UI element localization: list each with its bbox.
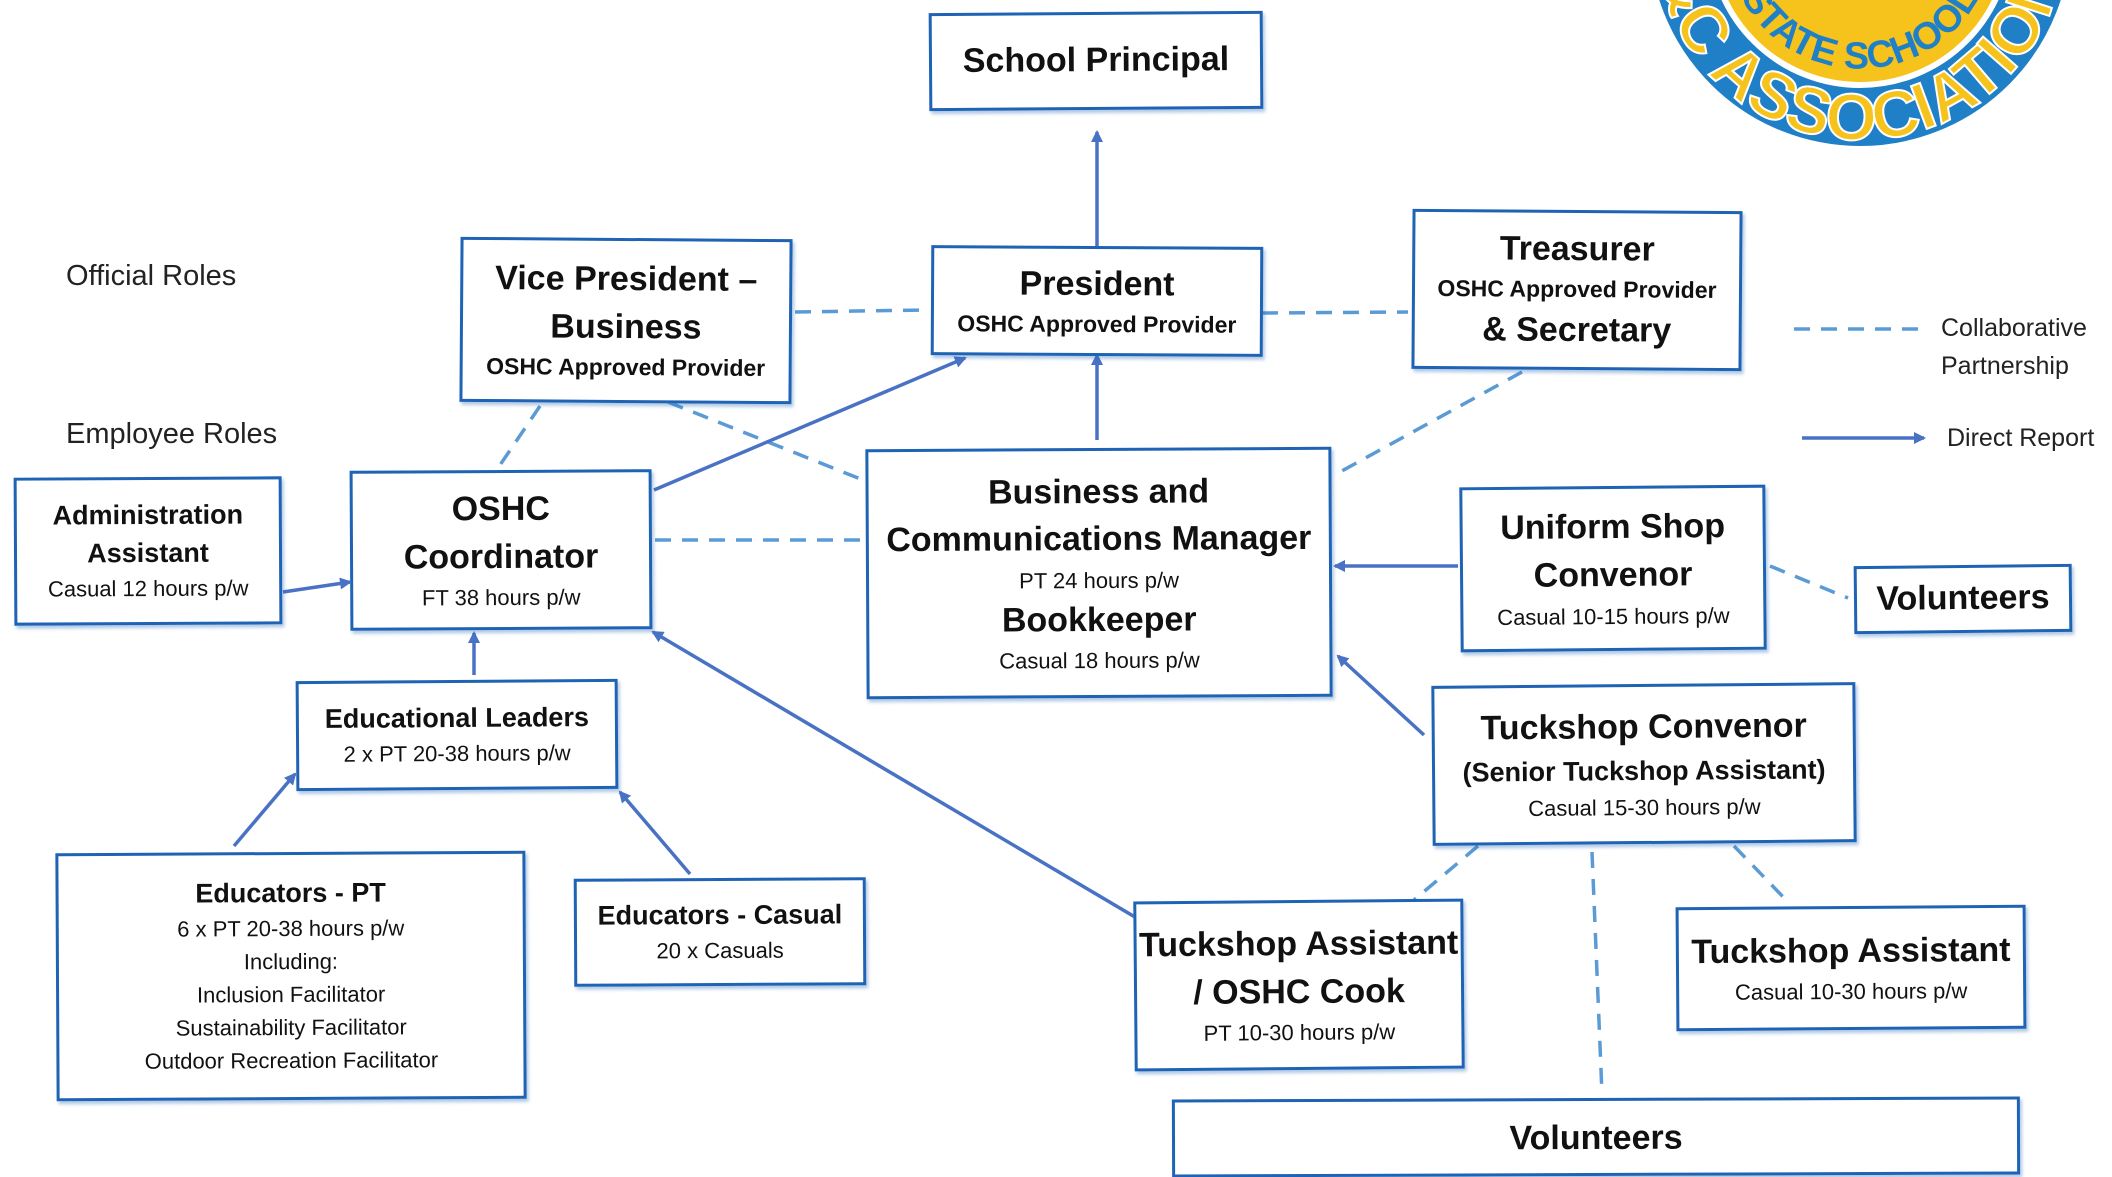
association-logo: STATE SCHOOL &C ASSOCIATION bbox=[1643, 0, 2077, 156]
admin-title-line1: Administration bbox=[52, 499, 244, 531]
uniform-title-line1: Uniform Shop bbox=[1500, 507, 1726, 548]
node-educators-pt: Educators - PT 6 x PT 20-38 hours p/w In… bbox=[55, 850, 527, 1102]
node-president: President OSHC Approved Provider bbox=[930, 245, 1264, 357]
official-roles-label: Official Roles bbox=[66, 260, 237, 292]
tuckconv-title: Tuckshop Convenor bbox=[1480, 706, 1807, 748]
node-educational-leaders: Educational Leaders 2 x PT 20-38 hours p… bbox=[295, 678, 619, 792]
link-oshc-president bbox=[653, 356, 967, 492]
bcm-hours2: Casual 18 hours p/w bbox=[999, 647, 1200, 674]
bcm-title2: Bookkeeper bbox=[1001, 600, 1197, 640]
oshc-title-line1: OSHC bbox=[451, 489, 550, 529]
link-admin-oshc bbox=[282, 577, 352, 594]
node-tuckshop-assistant-cook: Tuckshop Assistant / OSHC Cook PT 10-30 … bbox=[1133, 898, 1465, 1072]
tuckconv-hours: Casual 15-30 hours p/w bbox=[1528, 793, 1761, 821]
edpt-title: Educators - PT bbox=[195, 877, 386, 909]
president-sub: OSHC Approved Provider bbox=[957, 310, 1237, 338]
uniform-hours: Casual 10-15 hours p/w bbox=[1497, 602, 1730, 630]
link-tuckconv-volunteers bbox=[1590, 851, 1604, 1095]
edpt-line5: Outdoor Recreation Facilitator bbox=[144, 1047, 439, 1075]
edcasual-title: Educators - Casual bbox=[597, 898, 843, 931]
edpt-line4: Sustainability Facilitator bbox=[175, 1014, 407, 1041]
tuckassist-title: Tuckshop Assistant bbox=[1691, 930, 2011, 971]
legend-collaborative: Collaborative Partnership bbox=[1941, 310, 2087, 385]
link-tuckconv-tuckcook bbox=[1412, 844, 1480, 902]
tuckcook-title-line1: Tuckshop Assistant bbox=[1138, 923, 1459, 965]
link-edcasual-edleaders bbox=[618, 790, 692, 876]
link-treasurer-bcm bbox=[1339, 370, 1523, 474]
vp-title-line2: Business bbox=[550, 307, 702, 347]
employee-roles-label: Employee Roles bbox=[66, 418, 278, 450]
edleaders-hours: 2 x PT 20-38 hours p/w bbox=[343, 740, 571, 768]
link-edpt-edleaders bbox=[232, 772, 297, 848]
node-tuckshop-assistant: Tuckshop Assistant Casual 10-30 hours p/… bbox=[1675, 904, 2027, 1032]
node-school-principal: School Principal bbox=[928, 10, 1264, 112]
link-vp-president bbox=[794, 308, 926, 314]
node-educators-casual: Educators - Casual 20 x Casuals bbox=[573, 877, 867, 987]
node-administration-assistant: Administration Assistant Casual 12 hours… bbox=[13, 476, 283, 626]
vp-title-line1: Vice President – bbox=[495, 259, 758, 300]
president-title: President bbox=[1019, 264, 1175, 303]
edpt-line1: 6 x PT 20-38 hours p/w bbox=[177, 915, 405, 942]
legend-direct-report: Direct Report bbox=[1947, 424, 2095, 452]
link-vp-oshc bbox=[496, 405, 542, 469]
admin-title-line2: Assistant bbox=[87, 537, 209, 568]
treasurer-title: Treasurer bbox=[1499, 229, 1655, 269]
collaborative-links bbox=[496, 308, 1925, 1095]
treasurer-sub: OSHC Approved Provider bbox=[1437, 275, 1717, 304]
link-tuckconv-bcm bbox=[1336, 654, 1426, 737]
direct-report-links bbox=[232, 130, 1926, 922]
node-tuckshop-convenor: Tuckshop Convenor (Senior Tuckshop Assis… bbox=[1431, 682, 1857, 846]
volunteers-uniform-title: Volunteers bbox=[1876, 578, 2050, 619]
edpt-line3: Inclusion Facilitator bbox=[196, 981, 386, 1008]
tuckcook-title-line2: / OSHC Cook bbox=[1193, 971, 1405, 1012]
bcm-title-line2: Communications Manager bbox=[886, 519, 1312, 560]
link-tuckcook-oshc bbox=[651, 630, 1141, 922]
oshc-hours: FT 38 hours p/w bbox=[421, 584, 581, 611]
node-volunteers-uniform: Volunteers bbox=[1853, 563, 2073, 635]
edleaders-title: Educational Leaders bbox=[324, 701, 590, 734]
vp-sub: OSHC Approved Provider bbox=[486, 353, 766, 382]
edcasual-hours: 20 x Casuals bbox=[656, 938, 784, 964]
admin-hours: Casual 12 hours p/w bbox=[47, 575, 249, 602]
volunteers-tuck-title: Volunteers bbox=[1509, 1118, 1683, 1158]
link-uniform-volunteers bbox=[1769, 564, 1849, 600]
link-tuckconv-tuckassist bbox=[1732, 844, 1790, 904]
treasurer-title2: & Secretary bbox=[1482, 310, 1672, 350]
bcm-hours: PT 24 hours p/w bbox=[1019, 567, 1179, 594]
legend-collaborative-line1: Collaborative bbox=[1941, 314, 2087, 342]
node-vice-president: Vice President – Business OSHC Approved … bbox=[459, 236, 793, 405]
oshc-title-line2: Coordinator bbox=[403, 536, 599, 577]
node-treasurer: Treasurer OSHC Approved Provider & Secre… bbox=[1411, 208, 1743, 372]
link-president-treasurer bbox=[1261, 310, 1409, 315]
node-business-communications-manager: Business and Communications Manager PT 2… bbox=[865, 446, 1333, 700]
uniform-title-line2: Convenor bbox=[1533, 555, 1693, 595]
link-vp-bcm bbox=[667, 400, 869, 484]
node-oshc-coordinator: OSHC Coordinator FT 38 hours p/w bbox=[349, 469, 653, 631]
node-uniform-shop-convenor: Uniform Shop Convenor Casual 10-15 hours… bbox=[1459, 484, 1767, 653]
node-volunteers-tuckshop: Volunteers bbox=[1171, 1096, 2021, 1177]
tuckconv-sub: (Senior Tuckshop Assistant) bbox=[1462, 754, 1826, 788]
tuckcook-hours: PT 10-30 hours p/w bbox=[1203, 1019, 1396, 1046]
legend-collaborative-line2: Partnership bbox=[1941, 351, 2069, 380]
principal-title: School Principal bbox=[962, 40, 1230, 81]
bcm-title-line1: Business and bbox=[987, 472, 1210, 512]
edpt-line2: Including: bbox=[243, 949, 339, 975]
tuckassist-hours: Casual 10-30 hours p/w bbox=[1734, 978, 1968, 1006]
